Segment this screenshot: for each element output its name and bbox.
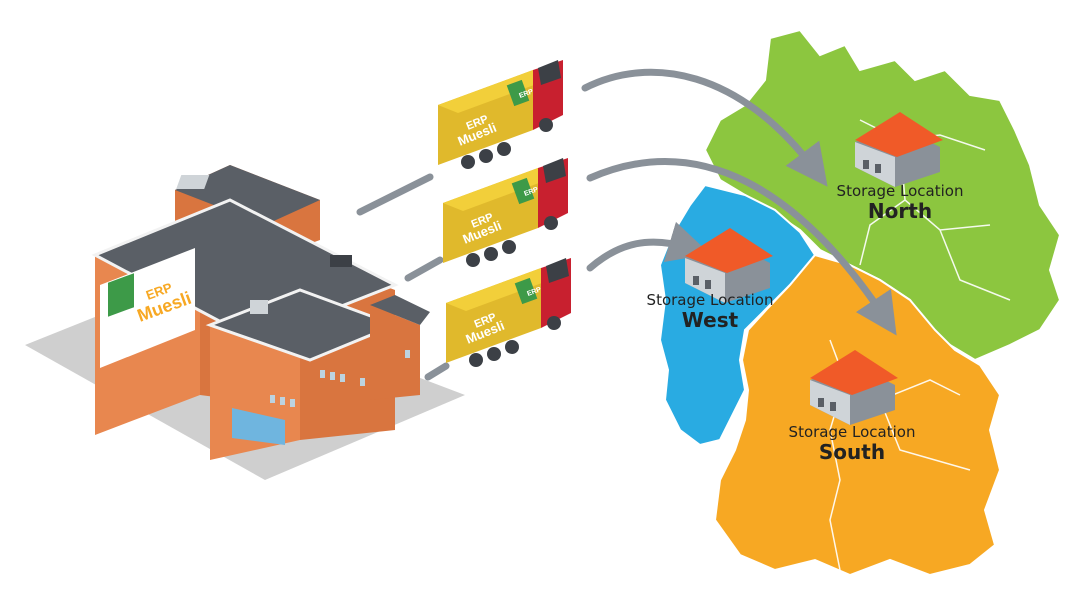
storage-location-name: North bbox=[867, 198, 933, 223]
region-north bbox=[703, 28, 1062, 362]
storage-location-name: South bbox=[818, 439, 886, 464]
storage-location-south-label: Storage Location South bbox=[767, 424, 937, 463]
storage-location-title: Storage Location bbox=[836, 182, 964, 200]
arrow-to-south bbox=[586, 158, 897, 336]
warehouse-west-icon bbox=[685, 228, 773, 303]
warehouse-south-icon bbox=[810, 350, 898, 425]
truck-2: ERP ERP Muesli bbox=[443, 158, 568, 267]
factory-windows bbox=[270, 350, 410, 407]
delivery-arrows bbox=[581, 68, 897, 336]
factory-building bbox=[91, 165, 430, 460]
route-connectors bbox=[356, 173, 450, 381]
truck-badge: ERP bbox=[518, 88, 534, 100]
factory-sign: ERP Muesli bbox=[100, 248, 195, 368]
truck-3: ERP ERP Muesli bbox=[446, 258, 571, 367]
germany-map bbox=[658, 28, 1062, 577]
storage-location-north-label: Storage Location North bbox=[815, 183, 985, 222]
truck-badge: ERP bbox=[523, 186, 539, 198]
truck-1: ERP ERP Muesli bbox=[438, 60, 563, 169]
storage-location-name: West bbox=[681, 307, 739, 332]
storage-location-title: Storage Location bbox=[646, 291, 774, 309]
truck-badge: ERP bbox=[526, 286, 542, 298]
storage-location-title: Storage Location bbox=[788, 423, 916, 441]
warehouse-north-icon bbox=[855, 112, 943, 187]
arrow-to-west bbox=[586, 221, 711, 272]
arrow-to-north bbox=[581, 68, 828, 187]
storage-location-west-label: Storage Location West bbox=[625, 292, 795, 331]
